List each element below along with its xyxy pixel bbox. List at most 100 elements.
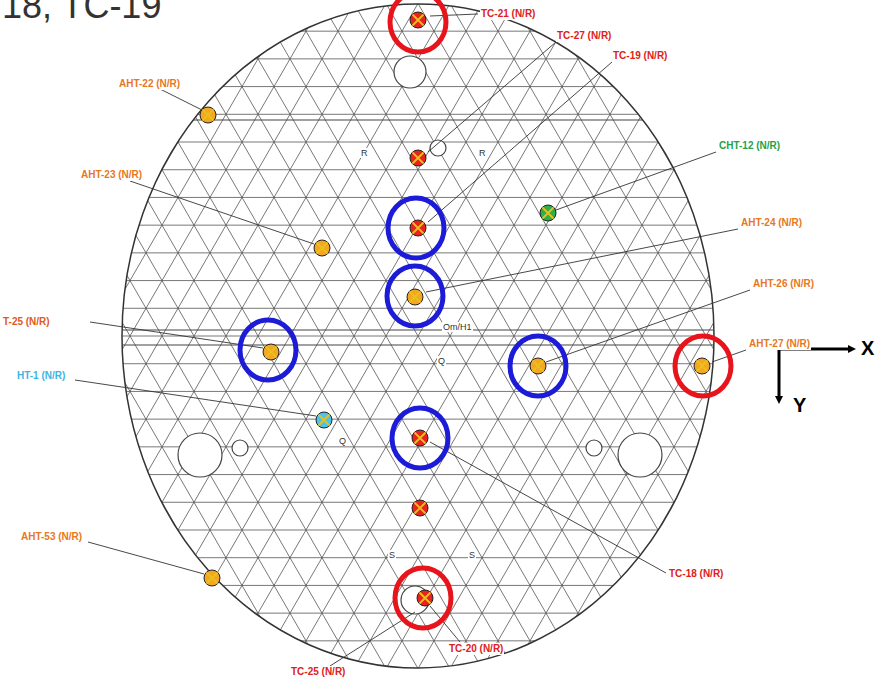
grid-line bbox=[340, 0, 756, 693]
grid-line bbox=[720, 0, 889, 693]
feature-mark: R bbox=[360, 148, 369, 158]
sensor-label: AHT-24 (N/R) bbox=[740, 217, 803, 229]
grid-line bbox=[816, 0, 889, 693]
grid-line bbox=[180, 0, 596, 693]
marker-cross bbox=[203, 110, 214, 121]
feature-mark: R bbox=[478, 148, 487, 158]
grid-line bbox=[404, 0, 820, 693]
marker-cross bbox=[697, 361, 708, 372]
marker-cross bbox=[415, 503, 426, 514]
marker-cross bbox=[413, 15, 424, 26]
grid-line bbox=[596, 0, 889, 693]
grid-line bbox=[100, 308, 740, 309]
grid-line bbox=[848, 0, 889, 693]
marker-cross bbox=[410, 292, 421, 303]
grid-line bbox=[368, 0, 784, 693]
grid-line bbox=[532, 0, 889, 693]
grid-line bbox=[372, 0, 788, 693]
marker-cross bbox=[319, 415, 330, 426]
grid-line bbox=[244, 0, 660, 693]
sensor-label: AHT-23 (N/R) bbox=[80, 169, 143, 181]
grid-line bbox=[852, 0, 889, 693]
grid-line bbox=[100, 169, 740, 170]
grid-line bbox=[0, 0, 180, 693]
grid-line bbox=[100, 529, 740, 530]
grid-line bbox=[688, 0, 889, 693]
grid-line bbox=[624, 0, 889, 693]
grid-line bbox=[80, 0, 496, 693]
grid-line bbox=[0, 0, 112, 693]
grid-line bbox=[0, 0, 116, 693]
grid-line bbox=[100, 86, 740, 87]
slide-title: 18, TC-19 bbox=[2, 0, 161, 26]
grid-line bbox=[0, 0, 16, 693]
sensor-label: TC-25 (N/R) bbox=[290, 666, 346, 678]
marker-cross bbox=[266, 347, 277, 358]
grid-line bbox=[0, 0, 400, 693]
grid-line bbox=[0, 0, 148, 693]
grid-line bbox=[0, 0, 20, 693]
grid-line bbox=[400, 0, 816, 693]
sensor-label: TC-20 (N/R) bbox=[448, 643, 504, 655]
grid-line bbox=[660, 0, 889, 693]
grid-line bbox=[48, 0, 464, 693]
grid-line bbox=[564, 0, 889, 693]
grid-line bbox=[116, 0, 532, 693]
sensor-label: T-25 (N/R) bbox=[2, 316, 51, 328]
grid-line bbox=[336, 0, 752, 693]
grid-line bbox=[208, 0, 624, 693]
grid-line bbox=[20, 0, 436, 693]
grid-line bbox=[496, 0, 889, 693]
grid-line bbox=[100, 252, 740, 253]
sensor-label: TC-19 (N/R) bbox=[612, 50, 668, 62]
grid-line bbox=[884, 0, 889, 693]
grid-line bbox=[468, 0, 884, 693]
grid-line bbox=[100, 142, 740, 143]
grid-line bbox=[0, 0, 404, 693]
sensor-label: HT-1 (N/R) bbox=[16, 370, 66, 382]
sensor-label: AHT-22 (N/R) bbox=[118, 78, 181, 90]
marker-cross bbox=[420, 593, 431, 604]
feature-mark: S bbox=[468, 550, 476, 560]
grid-line bbox=[592, 0, 889, 693]
grid-line bbox=[500, 0, 889, 693]
marker-cross bbox=[415, 433, 426, 444]
axis-label: X bbox=[860, 337, 875, 359]
grid-line bbox=[0, 0, 308, 693]
grid-line bbox=[0, 0, 208, 693]
grid-line bbox=[0, 0, 276, 693]
grid-line bbox=[100, 336, 740, 337]
grid-line bbox=[724, 0, 889, 693]
grid-line bbox=[304, 0, 720, 693]
grid-line bbox=[100, 363, 740, 364]
grid-line bbox=[820, 0, 889, 693]
marker-cross bbox=[413, 223, 424, 234]
grid-line bbox=[100, 114, 740, 115]
marker-cross bbox=[413, 153, 424, 164]
grid-line bbox=[100, 391, 740, 392]
grid-line bbox=[212, 0, 628, 693]
grid-line bbox=[100, 640, 740, 641]
sensor-label: AHT-53 (N/R) bbox=[20, 531, 83, 543]
grid-line bbox=[100, 557, 740, 558]
sensor-label: CHT-12 (N/R) bbox=[718, 140, 781, 152]
grid-line bbox=[240, 0, 656, 693]
grid-line bbox=[0, 0, 304, 693]
grid-line bbox=[464, 0, 880, 693]
sensor-label: TC-27 (N/R) bbox=[556, 30, 612, 42]
grid-line bbox=[100, 280, 740, 281]
grid-line bbox=[0, 0, 368, 693]
grid-line bbox=[52, 0, 468, 693]
grid-line bbox=[528, 0, 889, 693]
grid-line bbox=[656, 0, 889, 693]
grid-line bbox=[0, 0, 240, 693]
marker-cross bbox=[533, 361, 544, 372]
grid-line bbox=[0, 0, 52, 693]
grid-line bbox=[0, 0, 48, 693]
grid-line bbox=[432, 0, 848, 693]
axis-label: Y bbox=[792, 394, 807, 416]
grid-line bbox=[100, 419, 740, 420]
grid-line bbox=[272, 0, 688, 693]
sensor-label: TC-18 (N/R) bbox=[668, 568, 724, 580]
marker-cross bbox=[317, 243, 328, 254]
